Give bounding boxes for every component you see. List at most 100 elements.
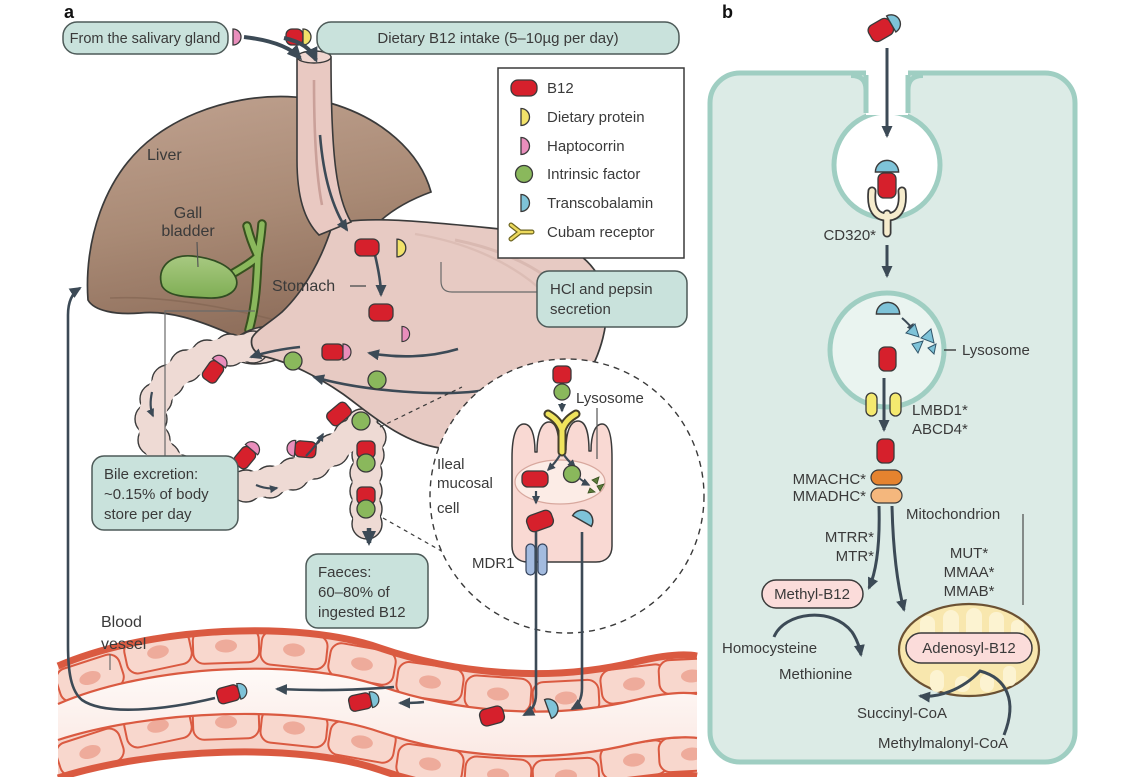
b12-icon [478,705,506,727]
dietary-box-text: Dietary B12 intake (5–10µg per day) [377,30,618,47]
b12-icon [525,509,555,533]
export-lines [522,532,584,717]
mmachc-label: MMACHC* [793,471,866,488]
mmachc-icon [870,469,903,486]
cubam-receptor-icon [543,409,581,457]
b12-tc-icon [347,691,380,712]
panel-a: a [56,2,705,777]
transcobalamin-icon [875,301,901,315]
haptocorrin-icon [401,325,411,343]
bile-box-text-2: ~0.15% of body [104,486,209,503]
hcl-box-text-2: secretion [550,301,611,318]
entry-arrows [243,35,318,63]
abcd4-label: ABCD4* [912,421,968,438]
ileal-cell-label-1: Ileal [437,456,465,473]
return-to-liver-line [66,286,216,711]
methylmalonyl-arrow [918,669,1012,736]
inset-lysosome-label: Lysosome [576,390,644,407]
intrinsic-factor-icon [351,411,371,431]
legend-label-if: Intrinsic factor [547,166,640,183]
legend-label-haptocorrin: Haptocorrin [547,138,625,155]
b12-icon [878,346,897,372]
liver-label: Liver [147,147,182,164]
bile-box-text-1: Bile excretion: [104,466,198,483]
gall-pointer-line [196,241,199,268]
if-fragments-icon [587,476,605,494]
transcobalamin-icon [543,698,559,720]
mmadhc-label: MMADHC* [793,488,866,505]
methyl-b12-box: Methyl-B12 [761,579,864,609]
mmadhc-icon [870,487,903,504]
lmbd1-abcd4-channel-icon [865,392,902,417]
blood-vessel-label-2: vessel [101,636,146,653]
b12-icon [876,438,895,464]
b12-tc-icon [215,682,248,705]
adenosyl-b12-box: Adenosyl-B12 [905,632,1033,664]
dietary-protein-icon [520,107,531,127]
transcobalamin-icon [520,193,531,213]
lmbd1-label: LMBD1* [912,402,968,419]
b12-icon [521,470,549,488]
faeces-box-text-3: ingested B12 [318,604,406,621]
gall-bladder-shape [159,255,238,299]
faeces-box-text-1: Faeces: [318,564,371,581]
inset-cone-lines [379,386,463,558]
tc-fragments-icon [905,323,937,356]
mdr1-channel-icon [525,543,548,576]
b12-if-icon [356,440,376,473]
blood-vessel [56,627,698,777]
intrinsic-factor-icon [367,370,387,390]
intestine-contents [146,354,376,519]
dietary-box: Dietary B12 intake (5–10µg per day) [316,21,680,55]
ileal-inset: Lysosome Ileal mucosal cell MDR1 [379,358,705,634]
stomach-arrows [249,134,493,395]
b12-if-icon [552,365,572,401]
vessel-contents [215,682,559,727]
intrinsic-factor-icon [514,164,534,184]
bile-box-text-3: store per day [104,506,192,523]
intrinsic-factor-icon [283,351,303,371]
cd320-receptor-icon [867,186,907,238]
homocysteine-label: Homocysteine [722,640,817,657]
legend-label-protein: Dietary protein [547,109,645,126]
b12-icon [354,238,380,257]
gall-bladder-label-2: bladder [161,223,215,240]
lysosome-label: Lysosome [962,342,1030,359]
mtr-label: MTR* [836,548,874,565]
methionine-label: Methionine [779,666,852,683]
legend-label-b12: B12 [547,80,574,97]
legend-box: B12 Dietary protein Haptocorrin Intrinsi… [497,67,685,259]
vessel-outer-bottom [56,748,698,777]
panel-a-tag: a [64,2,75,22]
b12-tc-icon [874,159,900,199]
intrinsic-factor-icon [562,464,582,484]
stomach-contents [283,238,411,390]
mut-label: MUT* [950,545,988,562]
vessel-outer-top [56,627,698,678]
bile-box: Bile excretion: ~0.15% of body store per… [91,310,255,531]
faeces-box-text-2: 60–80% of [318,584,391,601]
ileal-cell-label-2: mucosal [437,475,493,492]
b12-haptocorrin-icon [233,441,261,470]
b12-icon [326,401,352,427]
b12-haptocorrin-icon [201,354,228,384]
methylmalonyl-label: Methylmalonyl-CoA [878,735,1008,752]
salivary-box: From the salivary gland [62,21,229,55]
panel-b: b CD320* Lysosome [707,2,1078,765]
gall-bladder-label-1: Gall [174,205,202,222]
mmab-label: MMAB* [944,583,995,600]
intestine-arrows [146,391,324,494]
vessel-arrows [275,683,425,709]
hcl-box-text-1: HCl and pepsin [550,281,653,298]
mtrr-label: MTRR* [825,529,874,546]
mitochondrion-label: Mitochondrion [906,506,1000,523]
dietary-protein-icon [396,238,407,258]
b12-haptocorrin-icon [286,439,317,459]
b12-haptocorrin-icon [321,343,352,361]
faeces-box: Faeces: 60–80% of ingested B12 [305,553,429,629]
legend-label-tc: Transcobalamin [547,195,653,212]
b12-if-icon [356,486,376,519]
b12-tc-icon [867,14,902,43]
